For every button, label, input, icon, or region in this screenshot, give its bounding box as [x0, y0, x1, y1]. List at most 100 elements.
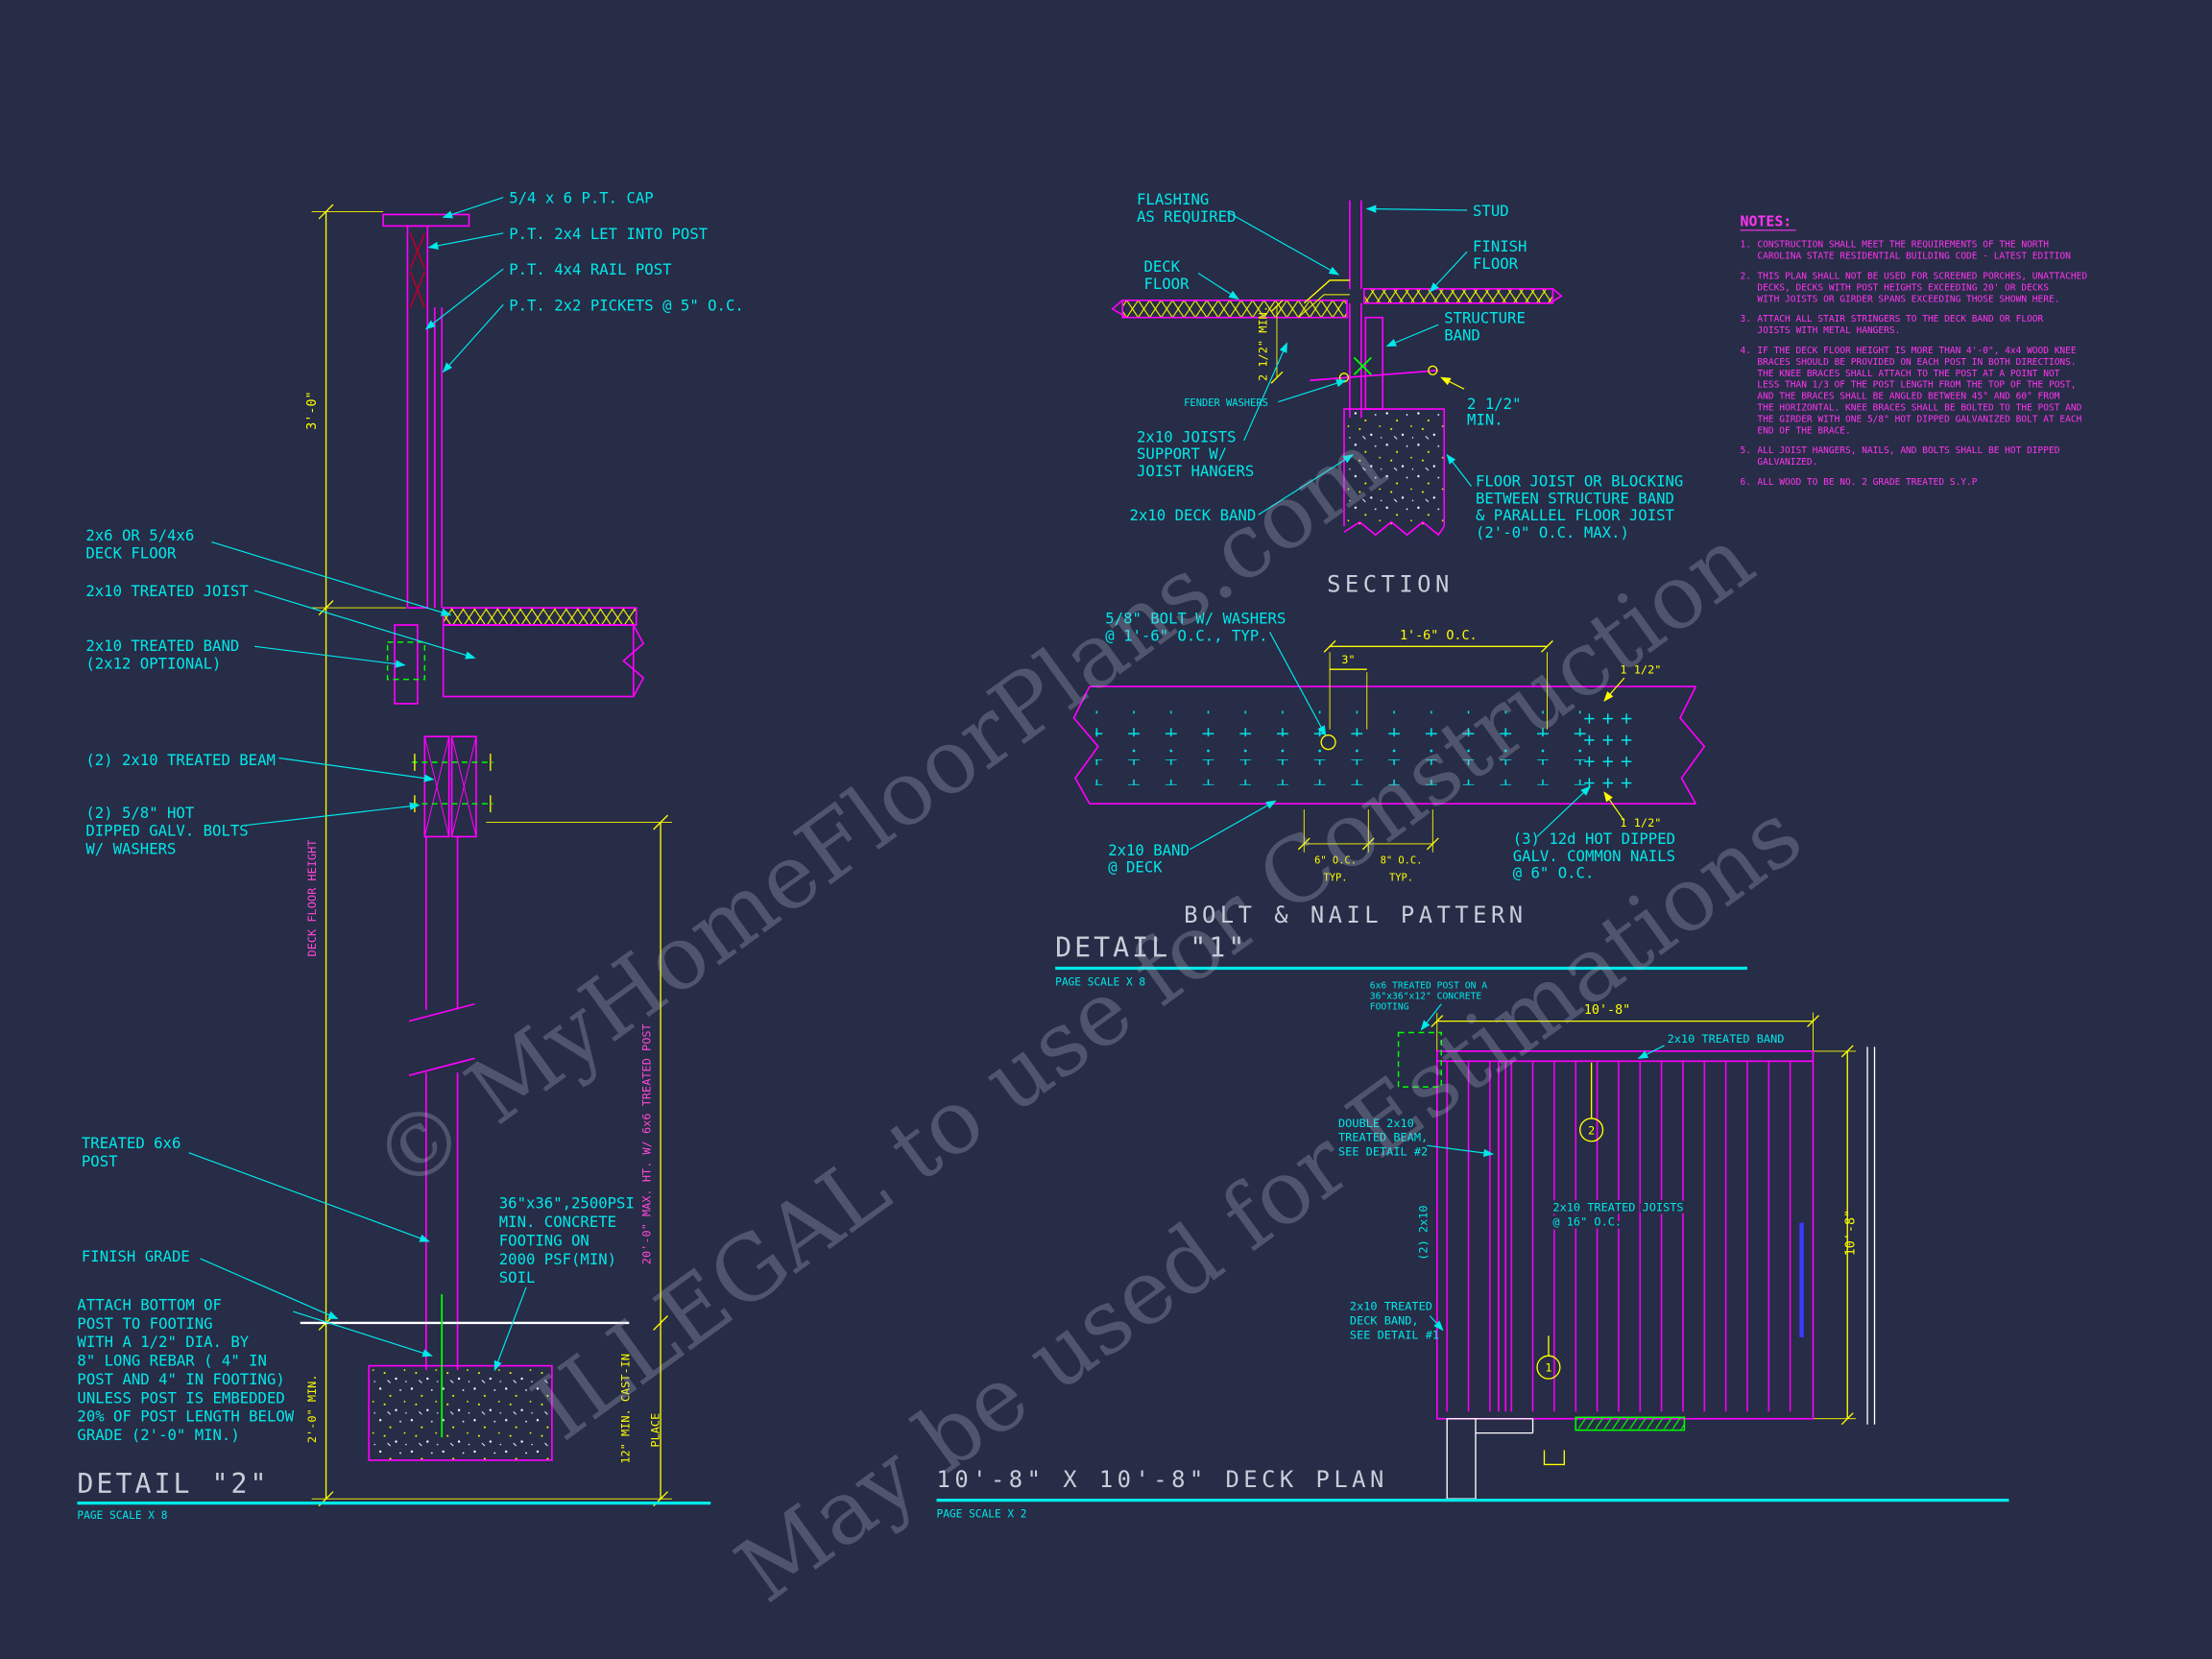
- section-title: SECTION: [1327, 571, 1454, 598]
- label-two-2x10: (2) 2x10: [1416, 1205, 1430, 1260]
- yellow-clip-symbol: [1543, 1450, 1566, 1466]
- detail2-drawing: 5/4 x 6 P.T. CAP P.T. 2x4 LET INTO POST …: [77, 189, 743, 1522]
- dim-three: 3": [1341, 653, 1355, 666]
- label-rail-post: P.T. 4x4 RAIL POST: [509, 260, 672, 278]
- label-let-in: P.T. 2x4 LET INTO POST: [509, 225, 709, 243]
- dim-half-bottom: 1 1/2": [1620, 816, 1661, 830]
- bolt-pattern-drawing: 5/8" BOLT W/ WASHERS@ 1'-6" O.C., TYP. 1…: [1055, 609, 1747, 988]
- deck-plan-title: 10'-8" X 10'-8" DECK PLAN: [937, 1466, 1388, 1493]
- dim-oc: 1'-6" O.C.: [1400, 629, 1478, 643]
- deck-plan-leaders: [1420, 1003, 1665, 1332]
- dim-min-left: 2 1/2" MIN.: [1257, 305, 1270, 381]
- dim-deck-floor-height: DECK FLOOR HEIGHT: [305, 840, 319, 957]
- note-text: ALL WOOD TO BE NO. 2 GRADE TREATED S.Y.P: [1757, 477, 1977, 488]
- break-symbol: [408, 1002, 475, 1022]
- fender-washer: [1428, 365, 1438, 375]
- note-number: 4.: [1741, 346, 1751, 356]
- dim-typ-1: TYP.: [1324, 873, 1348, 884]
- highlighted-bolt: [1320, 734, 1336, 751]
- flashing-line: [1303, 279, 1350, 304]
- label-cap: 5/4 x 6 P.T. CAP: [509, 189, 653, 207]
- nail-cluster: [1581, 703, 1639, 793]
- dim-typ-2: TYP.: [1389, 873, 1413, 884]
- dim-rail-height: 3'-0": [305, 391, 320, 429]
- label-band: 2x10 BAND@ DECK: [1108, 841, 1190, 877]
- section-marker-1-circle: [1536, 1355, 1561, 1380]
- detail1-title-block: DETAIL "1" PAGE SCALE X 8: [1055, 932, 1747, 988]
- note-number: 2.: [1741, 271, 1751, 281]
- note-text: CONSTRUCTION SHALL MEET THE REQUIREMENTS…: [1757, 240, 2071, 262]
- break-symbol: [1343, 520, 1445, 537]
- detail1-scale: PAGE SCALE X 8: [1055, 975, 1145, 988]
- section-marker-2: 2: [1588, 1123, 1595, 1137]
- connection-box: [386, 641, 426, 681]
- joist-section: [442, 624, 635, 698]
- break-symbol: [1550, 288, 1563, 304]
- label-joist: 2x10 TREATED JOIST: [85, 582, 249, 600]
- bolt-row-top: [1094, 710, 1605, 737]
- bolt-row-bottom: [1094, 759, 1605, 785]
- label-fender-washers: FENDER WASHERS: [1184, 397, 1268, 409]
- label-finish-grade: FINISH GRADE: [82, 1247, 190, 1265]
- deck-plan-scale: PAGE SCALE X 2: [937, 1508, 1027, 1521]
- label-stud: STUD: [1473, 202, 1509, 220]
- section-marker-2-circle: [1579, 1118, 1604, 1142]
- note-number: 5.: [1741, 445, 1751, 456]
- rail-post: [406, 225, 429, 609]
- nail-dot-row: [1103, 739, 1605, 755]
- note-number: 3.: [1741, 314, 1751, 325]
- break-symbol: [622, 624, 645, 697]
- dim-width: 10'-8": [1584, 1003, 1630, 1018]
- label-joists: 2x10 TREATED JOISTS@ 16" O.C.: [1552, 1201, 1683, 1229]
- break-symbol: [1111, 300, 1128, 319]
- note-text: ALL JOIST HANGERS, NAILS, AND BOLTS SHAL…: [1757, 445, 2059, 468]
- label-bolt: 5/8" BOLT W/ WASHERS@ 1'-6" O.C., TYP.: [1105, 609, 1286, 644]
- label-band: 2x10 TREATED BAND(2x12 OPTIONAL): [85, 637, 239, 673]
- detail2-title: DETAIL "2": [77, 1468, 269, 1500]
- section-leaders: [1197, 204, 1472, 516]
- deck-plan-title-block: 10'-8" X 10'-8" DECK PLAN PAGE SCALE X 2: [936, 1466, 2009, 1521]
- through-bolt: [1310, 370, 1439, 382]
- post-footing-symbol: [1397, 1031, 1442, 1088]
- section-marker-1: 1: [1545, 1361, 1551, 1375]
- notes-block: NOTES: 1. CONSTRUCTION SHALL MEET THE RE…: [1740, 212, 2087, 488]
- dim-max-post: 20'-0" MAX. HT. W/ 6x6 TREATED POST: [640, 1023, 654, 1264]
- notes-heading: NOTES:: [1741, 212, 1792, 229]
- detail2-scale: PAGE SCALE X 8: [77, 1509, 167, 1522]
- finish-floor-strip: [1363, 288, 1554, 304]
- bolt-pattern-leaders: [1189, 632, 1592, 851]
- label-pickets: P.T. 2x2 PICKETS @ 5" O.C.: [509, 296, 744, 314]
- label-band-top: 2x10 TREATED BAND: [1668, 1032, 1785, 1046]
- detail2-dimension-lines: [311, 204, 672, 1507]
- detail2-title-block: DETAIL "2" PAGE SCALE X 8: [77, 1468, 711, 1522]
- dim-embed: 2'-0" MIN.: [305, 1374, 319, 1443]
- detail2-leaders: [188, 197, 527, 1372]
- break-symbol: [408, 1057, 475, 1077]
- dim-cast-in: 12" MIN. CAST-IN: [618, 1354, 632, 1464]
- dim-eight-oc: 8" O.C.: [1381, 855, 1423, 867]
- dim-height: 10'-8": [1844, 1210, 1859, 1256]
- break-symbol: [1678, 685, 1706, 805]
- bolt-pattern-labels: 5/8" BOLT W/ WASHERS@ 1'-6" O.C., TYP. 1…: [1105, 609, 1675, 927]
- note-text: THIS PLAN SHALL NOT BE USED FOR SCREENED…: [1757, 271, 2087, 304]
- note-number: 6.: [1741, 477, 1751, 488]
- label-deck-band: 2x10 DECK BAND: [1130, 506, 1257, 524]
- bolt-pattern-dims: [1297, 639, 1625, 853]
- note-number: 1.: [1741, 240, 1751, 251]
